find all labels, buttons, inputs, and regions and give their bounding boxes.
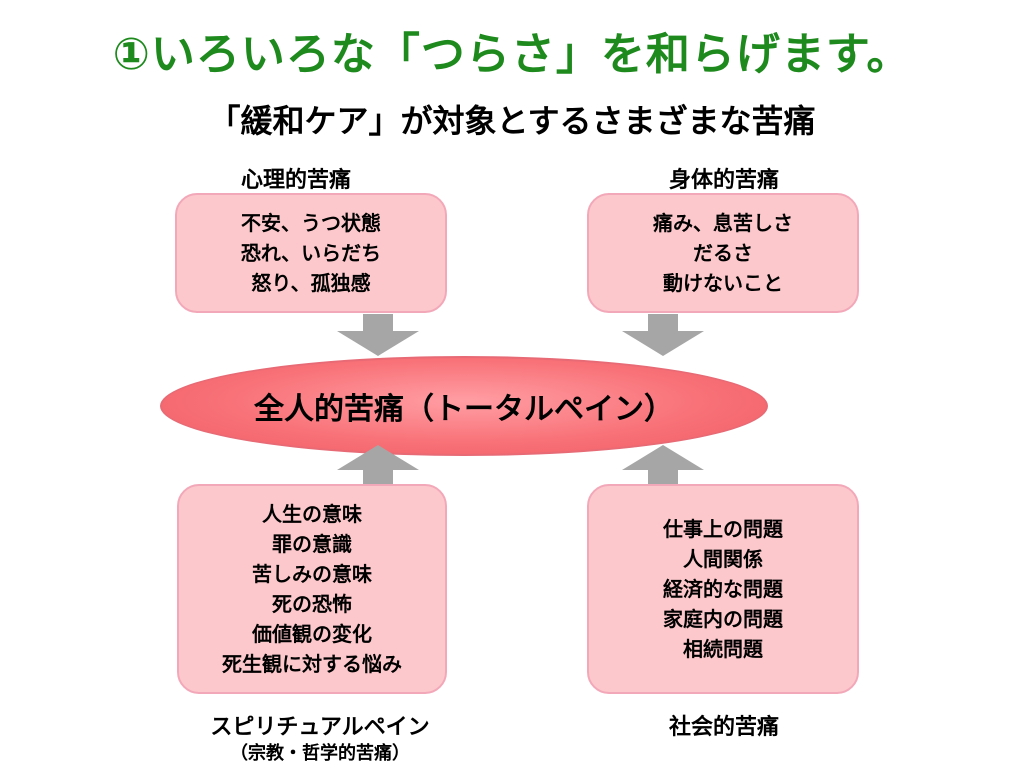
- psychological-pain-list: 不安、うつ状態恐れ、いらだち怒り、孤独感: [241, 208, 381, 298]
- list-item: 相続問題: [683, 637, 763, 661]
- list-item: 価値観の変化: [252, 622, 372, 646]
- arrow-up-icon: [337, 445, 419, 487]
- arrow-down-icon: [337, 314, 419, 356]
- list-item: 人間関係: [683, 547, 763, 571]
- list-item: 不安、うつ状態: [240, 211, 381, 235]
- psychological-pain-box: 不安、うつ状態恐れ、いらだち怒り、孤独感: [175, 193, 447, 313]
- page-subtitle: 「緩和ケア」が対象とするさまざまな苦痛: [208, 102, 816, 140]
- list-item: 苦しみの意味: [252, 562, 372, 586]
- list-item: 家庭内の問題: [663, 607, 783, 631]
- spiritual-pain-list: 人生の意味罪の意識苦しみの意味死の恐怖価値観の変化死生観に対する悩み: [222, 499, 402, 679]
- list-item: 経済的な問題: [663, 577, 783, 601]
- spiritual-pain-label: スピリチュアルペイン: [210, 715, 430, 740]
- list-item: 怒り、孤独感: [251, 271, 371, 295]
- psychological-pain-label: 心理的苦痛: [240, 168, 351, 193]
- list-item: 仕事上の問題: [663, 517, 783, 541]
- total-pain-label: 全人的苦痛（トータルペイン）: [254, 392, 674, 427]
- list-item: 痛み、息苦しさ: [653, 211, 793, 235]
- physical-pain-label: 身体的苦痛: [668, 168, 779, 193]
- arrow-down-icon: [622, 314, 704, 356]
- spiritual-pain-note: （宗教・哲学的苦痛）: [230, 743, 410, 764]
- list-item: だるさ: [693, 241, 753, 265]
- physical-pain-box: 痛み、息苦しさだるさ動けないこと: [587, 193, 859, 313]
- list-item: 死生観に対する悩み: [222, 652, 402, 676]
- social-pain-label: 社会的苦痛: [668, 715, 779, 740]
- social-pain-list: 仕事上の問題人間関係経済的な問題家庭内の問題相続問題: [663, 514, 783, 664]
- list-item: 動けないこと: [663, 271, 783, 295]
- physical-pain-list: 痛み、息苦しさだるさ動けないこと: [653, 208, 793, 298]
- total-pain-ellipse: 全人的苦痛（トータルペイン）: [160, 356, 768, 456]
- list-item: 人生の意味: [262, 502, 362, 526]
- list-item: 死の恐怖: [272, 592, 352, 616]
- spiritual-pain-box: 人生の意味罪の意識苦しみの意味死の恐怖価値観の変化死生観に対する悩み: [177, 484, 447, 694]
- social-pain-box: 仕事上の問題人間関係経済的な問題家庭内の問題相続問題: [587, 484, 859, 694]
- arrow-up-icon: [622, 445, 704, 487]
- page-title: ①いろいろな「つらさ」を和らげます。: [112, 29, 912, 80]
- list-item: 恐れ、いらだち: [240, 241, 382, 265]
- list-item: 罪の意識: [272, 532, 352, 556]
